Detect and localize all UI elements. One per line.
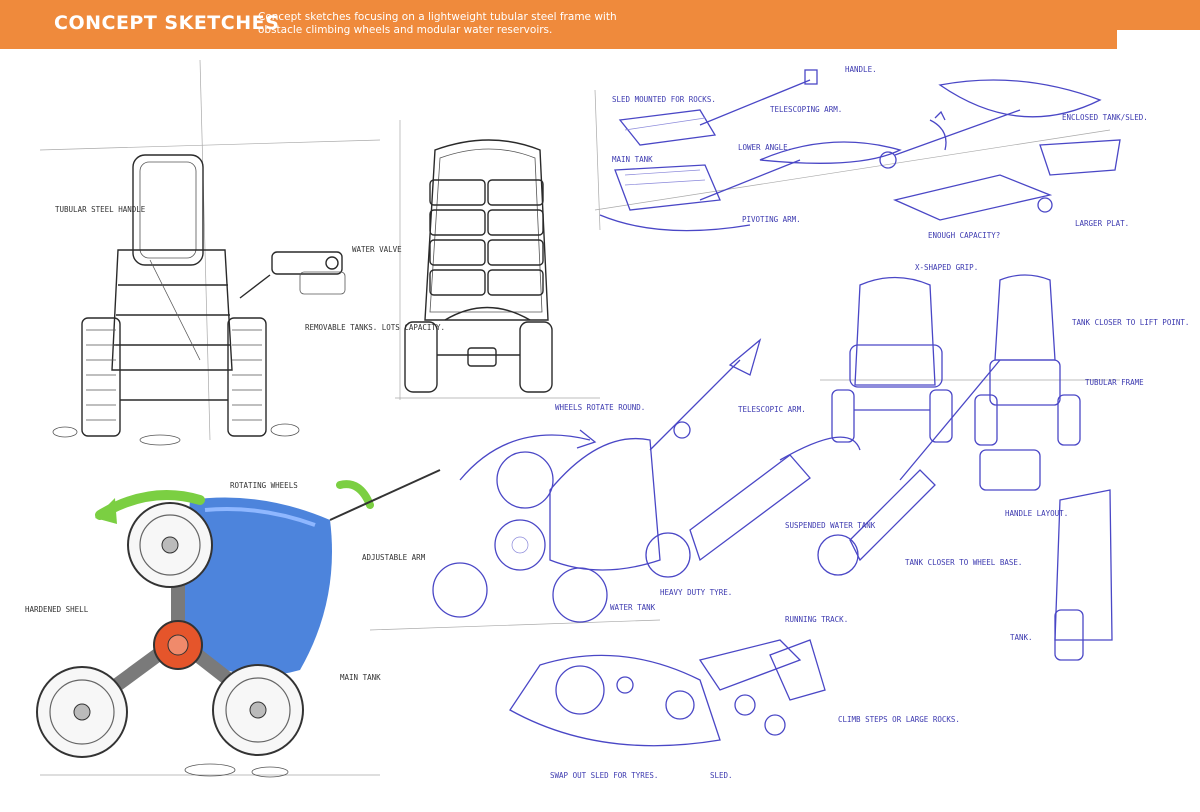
label-rotating-wheels: ROTATING WHEELS — [230, 481, 298, 490]
label-telescopic-arm: TELESCOPIC ARM. — [738, 405, 806, 414]
label-water-valve: WATER VALVE — [352, 245, 402, 254]
sled-track-sketch — [509, 639, 826, 747]
label-adjustable-arm: ADJUSTABLE ARM — [362, 553, 426, 562]
label-larger-plat: LARGER PLAT. — [1075, 219, 1129, 228]
label-pivoting-arm: PIVOTING ARM. — [742, 215, 801, 224]
label-swap-out-sled: SWAP OUT SLED FOR TYRES. — [550, 771, 658, 780]
concept-sketch-sheet: TUBULAR STEEL HANDLE WATER VALVE REMOVAB… — [25, 59, 1189, 780]
label-removable-tanks: REMOVABLE TANKS. LOTS CAPACITY. — [305, 323, 445, 332]
label-running-track: RUNNING TRACK. — [785, 615, 848, 624]
page-title: CONCEPT SKETCHES — [54, 12, 280, 34]
label-climb-steps: CLIMB STEPS OR LARGE ROCKS. — [838, 715, 960, 724]
label-tubular-frame: TUBULAR FRAME — [1085, 378, 1144, 387]
rotating-wheel-concept-sketch — [432, 338, 1001, 623]
label-main-tank-2: MAIN TANK — [340, 673, 381, 682]
header-banner: CONCEPT SKETCHES Concept sketches focusi… — [0, 0, 1117, 49]
label-tubular-handle: TUBULAR STEEL HANDLE — [55, 205, 146, 214]
label-sled-tanks: SLED MOUNTED FOR ROCKS. — [612, 95, 716, 104]
label-wheels-rotate: WHEELS ROTATE ROUND. — [555, 403, 645, 412]
label-telescoping-arm: TELESCOPING ARM. — [770, 105, 842, 114]
label-hardened-shell: HARDENED SHELL — [25, 605, 89, 614]
label-lower-angle: LOWER ANGLE. — [738, 143, 792, 152]
label-enclosed-tank-sled: ENCLOSED TANK/SLED. — [1062, 113, 1148, 122]
construction-lines — [39, 59, 1120, 776]
front-view-grip-sketches — [831, 274, 1113, 661]
label-tank: TANK. — [1010, 633, 1033, 642]
label-handle: HANDLE. — [845, 65, 877, 74]
front-view-tracked-sketch — [52, 154, 346, 446]
label-sled: SLED. — [710, 771, 733, 780]
label-handle-layout: HANDLE LAYOUT. — [1005, 509, 1068, 518]
label-main-tank: MAIN TANK — [612, 155, 653, 164]
label-x-shaped-grip: X-SHAPED GRIP. — [915, 263, 978, 272]
sled-arm-sketches — [599, 69, 1121, 232]
label-enough-capacity: ENOUGH CAPACITY? — [928, 231, 1000, 240]
rendered-climbing-wheel-concept — [36, 469, 441, 778]
label-tank-closer-wheel: TANK CLOSER TO WHEEL BASE. — [905, 558, 1022, 567]
label-heavy-duty-tyre: HEAVY DUTY TYRE. — [660, 588, 732, 597]
frame-with-tank-modules-sketch — [404, 139, 553, 393]
label-water-tank: WATER TANK — [610, 603, 656, 612]
page-description: Concept sketches focusing on a lightweig… — [258, 11, 617, 36]
label-tank-closer: TANK CLOSER TO LIFT POINT. — [1072, 318, 1189, 327]
banner-extension — [1117, 0, 1200, 30]
label-suspended-water-tank: SUSPENDED WATER TANK — [785, 521, 876, 530]
